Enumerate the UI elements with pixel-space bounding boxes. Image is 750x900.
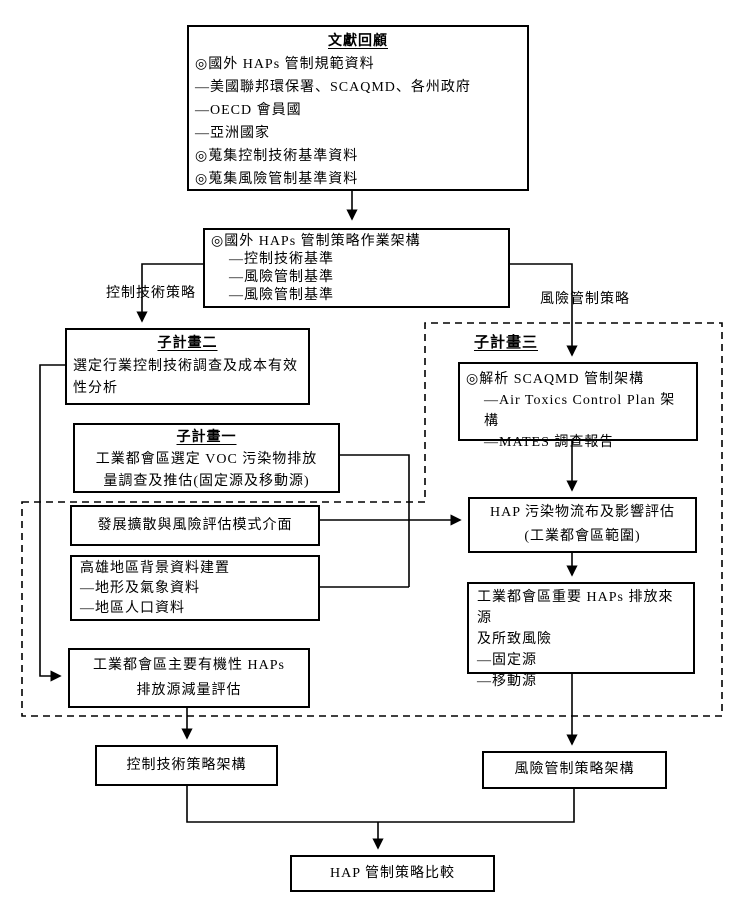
box-hap-emission-sources-risk: 工業都會區重要 HAPs 排放來源 及所致風險 —固定源 —移動源	[467, 582, 695, 689]
subplan-two-body: 選定行業控制技術調查及成本有效性分析	[73, 359, 298, 396]
scaqmd-subline: —MATES 調查報告	[484, 435, 615, 450]
hap-flow-line: HAP 污染物流布及影響評估	[490, 505, 675, 520]
scaqmd-line: ◎解析 SCAQMD 管制架構	[466, 372, 645, 387]
dashed-region-outline	[21, 322, 723, 717]
literature-review-line: ◎蒐集控制技術基準資料	[195, 149, 359, 164]
operation-framework-subline: —控制技術基準	[229, 252, 334, 267]
label-control-technology-strategy: 控制技術策略	[106, 286, 196, 301]
box-model-interface: 發展擴散與風險評估模式介面	[70, 505, 320, 546]
box-risk-management-framework: 風險管制策略架構	[482, 751, 667, 789]
box-literature-review: 文獻回顧 ◎國外 HAPs 管制規範資料 —美國聯邦環保署、SCAQMD、各州政…	[187, 25, 529, 191]
reduction-line: 工業都會區主要有機性 HAPs	[93, 658, 285, 673]
box-scaqmd-analysis: ◎解析 SCAQMD 管制架構 —Air Toxics Control Plan…	[458, 362, 698, 450]
hap-flow-line: (工業都會區範圍)	[524, 529, 641, 544]
label-subplan-three: 子計畫三	[473, 335, 538, 351]
hap-sources-line: —移動源	[477, 674, 537, 689]
kaohsiung-line: —地區人口資料	[80, 601, 185, 616]
literature-review-line: —OECD 會員國	[195, 103, 302, 118]
risk-framework-body: 風險管制策略架構	[514, 762, 635, 777]
reduction-line: 排放源減量評估	[136, 683, 242, 698]
operation-framework-line: ◎國外 HAPs 管制策略作業架構	[211, 234, 421, 249]
box-operation-framework: ◎國外 HAPs 管制策略作業架構 —控制技術基準 —風險管制基準 —風險管制基…	[203, 228, 510, 308]
model-interface-body: 發展擴散與風險評估模式介面	[97, 518, 293, 533]
label-risk-management-strategy: 風險管制策略	[540, 292, 630, 307]
subplan-two-title: 子計畫二	[157, 336, 218, 351]
box-emission-reduction-assessment: 工業都會區主要有機性 HAPs 排放源減量評估	[68, 648, 310, 708]
box-hap-distribution-impact: HAP 污染物流布及影響評估 (工業都會區範圍)	[468, 497, 697, 553]
box-control-technology-framework: 控制技術策略架構	[95, 745, 278, 786]
operation-framework-subline: —風險管制基準	[229, 270, 334, 285]
line-merge-bottom	[186, 786, 575, 823]
scaqmd-subline: —Air Toxics Control Plan 架構	[484, 393, 676, 429]
kaohsiung-line: —地形及氣象資料	[80, 581, 200, 596]
line-sub1-join	[340, 454, 410, 587]
literature-review-title: 文獻回顧	[328, 34, 388, 49]
arrow-framework-sub2	[136, 263, 203, 323]
literature-review-line: ◎國外 HAPs 管制規範資料	[195, 57, 375, 72]
hap-compare-body: HAP 管制策略比較	[330, 866, 455, 881]
literature-review-line: —美國聯邦環保署、SCAQMD、各州政府	[195, 80, 471, 95]
hap-sources-line: 及所致風險	[477, 632, 552, 647]
hap-sources-line: —固定源	[477, 653, 537, 668]
hap-sources-line: 工業都會區重要 HAPs 排放來源	[477, 590, 674, 626]
box-subplan-one: 子計畫一 工業都會區選定 VOC 污染物排放 量調查及推估(固定源及移動源)	[73, 423, 340, 493]
box-kaohsiung-background-data: 高雄地區背景資料建置 —地形及氣象資料 —地區人口資料	[70, 555, 320, 621]
literature-review-line: ◎蒐集風險管制基準資料	[195, 172, 359, 187]
subplan-one-body: 量調查及推估(固定源及移動源)	[103, 474, 310, 489]
kaohsiung-line: 高雄地區背景資料建置	[80, 561, 230, 576]
control-framework-body: 控制技術策略架構	[126, 758, 247, 773]
literature-review-line: —亞洲國家	[195, 126, 270, 141]
arrow-framework-scaqmd	[510, 263, 578, 357]
box-hap-strategy-comparison: HAP 管制策略比較	[290, 855, 495, 892]
operation-framework-subline: —風險管制基準	[229, 288, 334, 303]
subplan-one-title: 子計畫一	[176, 430, 237, 445]
subplan-one-body: 工業都會區選定 VOC 污染物排放	[95, 452, 318, 467]
box-subplan-two: 子計畫二 選定行業控制技術調查及成本有效性分析	[65, 328, 310, 405]
arrow-sub2-reduction	[39, 364, 65, 682]
